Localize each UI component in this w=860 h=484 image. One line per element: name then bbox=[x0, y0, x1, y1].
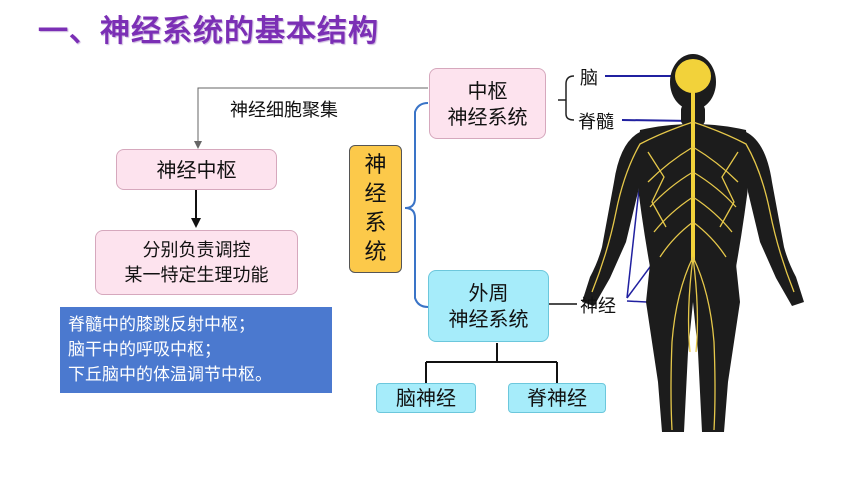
nerve-label: 神经 bbox=[580, 296, 616, 317]
peripheral-line-1: 外周 bbox=[468, 281, 509, 305]
ns-char-2: 经 bbox=[364, 182, 387, 207]
function-box: 分别负责调控 某一特定生理功能 bbox=[95, 230, 298, 295]
function-line-1: 分别负责调控 bbox=[142, 239, 251, 261]
ns-char-3: 系 bbox=[364, 211, 387, 236]
nerve-center-box: 神经中枢 bbox=[116, 149, 277, 190]
central-line-1: 中枢 bbox=[467, 78, 508, 103]
function-line-2: 某一特定生理功能 bbox=[124, 264, 269, 286]
spinal-cord-label: 脊髓 bbox=[578, 112, 614, 133]
nerve-cell-gathering-label: 神经细胞聚集 bbox=[230, 100, 338, 121]
nervous-system-label: 神 经 系 统 bbox=[349, 145, 402, 273]
page-title: 一、神经系统的基本结构 bbox=[38, 14, 379, 49]
examples-box: 脊髓中的膝跳反射中枢； 脑干中的呼吸中枢； 下丘脑中的体温调节中枢。 bbox=[60, 307, 332, 393]
ns-char-1: 神 bbox=[364, 153, 387, 178]
example-line-2: 脑干中的呼吸中枢； bbox=[68, 339, 221, 360]
human-nervous-system-figure-icon bbox=[582, 54, 804, 432]
peripheral-nervous-system-box: 外周 神经系统 bbox=[428, 270, 549, 342]
cranial-nerve-box: 脑神经 bbox=[376, 383, 476, 413]
central-nervous-system-box: 中枢 神经系统 bbox=[429, 68, 546, 139]
example-line-1: 脊髓中的膝跳反射中枢； bbox=[68, 314, 255, 335]
peripheral-line-2: 神经系统 bbox=[448, 307, 529, 331]
brain-label: 脑 bbox=[580, 68, 598, 89]
example-line-3: 下丘脑中的体温调节中枢。 bbox=[68, 364, 272, 385]
central-line-2: 神经系统 bbox=[447, 104, 528, 129]
spinal-nerve-box: 脊神经 bbox=[508, 383, 606, 413]
ns-char-4: 统 bbox=[364, 240, 387, 265]
